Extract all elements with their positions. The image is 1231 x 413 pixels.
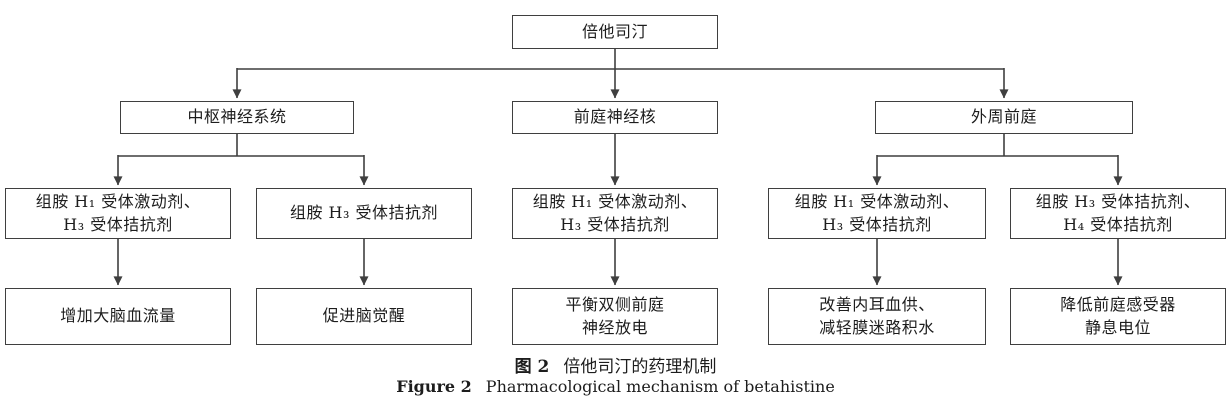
caption-chinese-text: 倍他司汀的药理机制 xyxy=(563,357,717,377)
caption-english: Figure 2 Pharmacological mechanism of bet… xyxy=(0,377,1231,396)
node-mechanism-peripheral-1: 组胺 H₁ 受体激动剂、 H₃ 受体拮抗剂 xyxy=(768,188,986,239)
node-effect-inner-ear-blood-supply: 改善内耳血供、 减轻膜迷路积水 xyxy=(768,288,986,345)
node-mechanism-peripheral-2: 组胺 H₃ 受体拮抗剂、 H₄ 受体拮抗剂 xyxy=(1010,188,1226,239)
caption-chinese-label: 图 2 xyxy=(514,357,550,377)
caption-english-text: Pharmacological mechanism of betahistine xyxy=(485,377,835,396)
node-central-nervous-system: 中枢神经系统 xyxy=(120,101,354,134)
node-effect-resting-potential: 降低前庭感受器 静息电位 xyxy=(1010,288,1226,345)
node-effect-cerebral-blood-flow: 增加大脑血流量 xyxy=(5,288,231,345)
node-mechanism-vestibular-nucleus: 组胺 H₁ 受体激动剂、 H₃ 受体拮抗剂 xyxy=(512,188,718,239)
node-peripheral-vestibule: 外周前庭 xyxy=(875,101,1133,134)
node-vestibular-nucleus: 前庭神经核 xyxy=(512,101,718,134)
node-mechanism-cns-2: 组胺 H₃ 受体拮抗剂 xyxy=(256,188,472,239)
node-mechanism-cns-1: 组胺 H₁ 受体激动剂、 H₃ 受体拮抗剂 xyxy=(5,188,231,239)
node-betahistine: 倍他司汀 xyxy=(512,15,718,49)
node-effect-brain-arousal: 促进脑觉醒 xyxy=(256,288,472,345)
caption-chinese: 图 2 倍他司汀的药理机制 xyxy=(0,352,1231,377)
caption-english-label: Figure 2 xyxy=(396,377,472,396)
node-effect-balance-discharge: 平衡双侧前庭 神经放电 xyxy=(512,288,718,345)
